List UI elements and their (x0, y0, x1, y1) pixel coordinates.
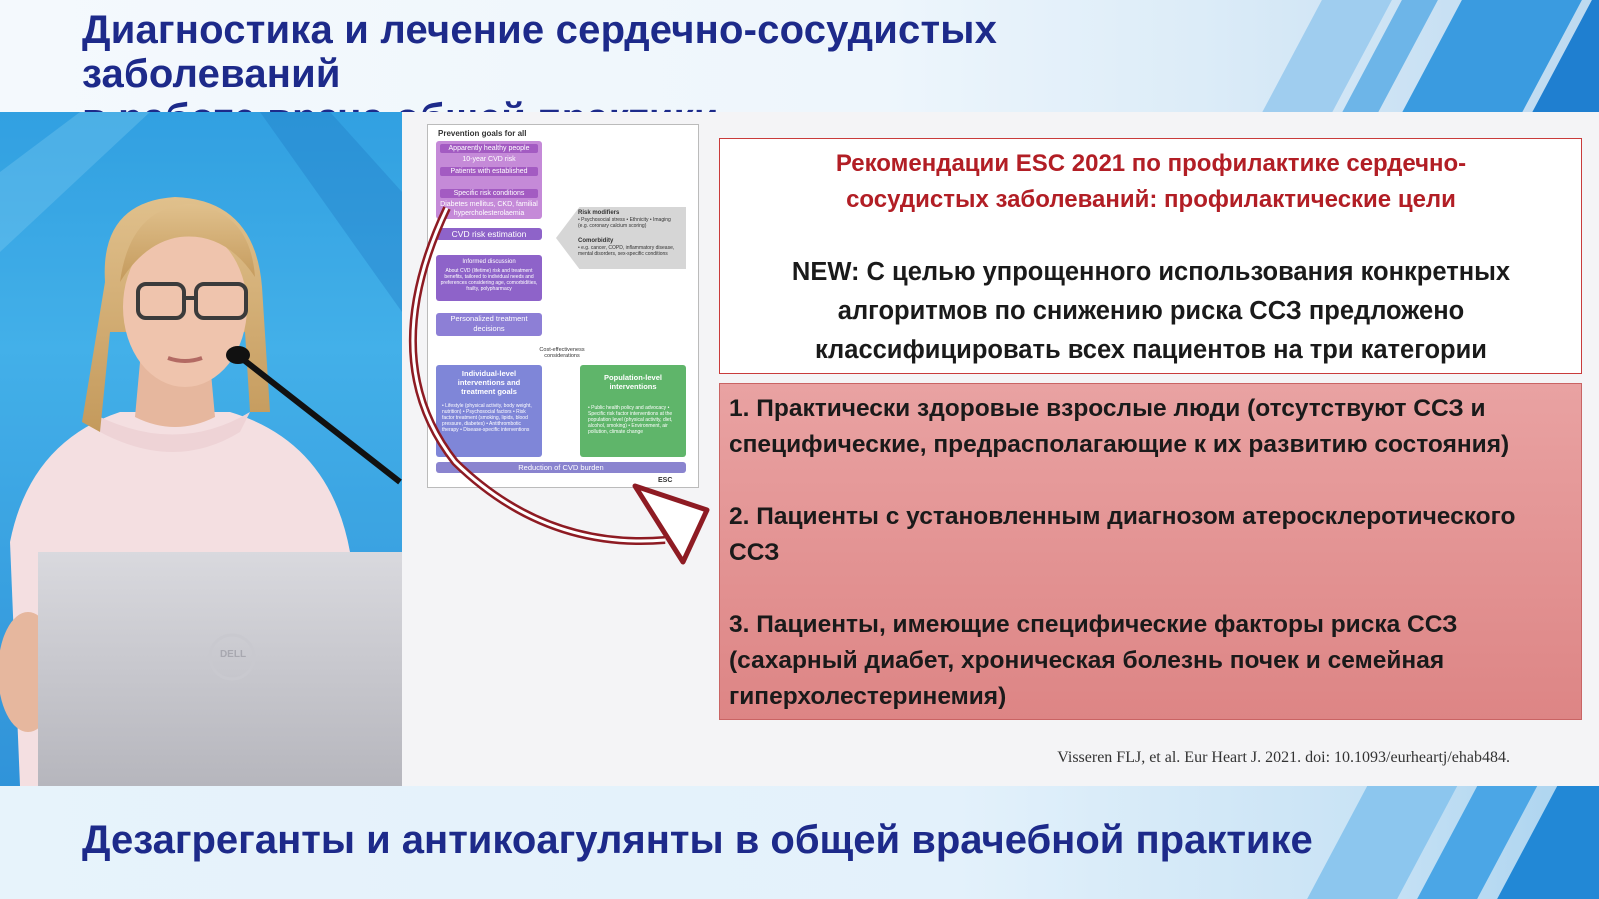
laptop-logo: DELL (219, 649, 247, 660)
infographic-comorbidity: • e.g. cancer, COPD, inflammatory diseas… (578, 245, 675, 257)
header-band (0, 0, 1599, 112)
new-line1: : С целью упрощенного использования конк… (850, 258, 1511, 286)
category-2-line1: 2. Пациенты с установленным диагнозом ат… (729, 503, 1516, 530)
infographic-individual-block (436, 365, 542, 457)
new-label: NEW (791, 258, 851, 286)
infographic-informed-block (436, 255, 542, 301)
infographic-box-risk: 10-year CVD risk (462, 156, 516, 163)
infographic-reduction: Reduction of CVD burden (436, 462, 686, 473)
infographic-personalized: Personalized treatment decisions (436, 313, 542, 336)
infographic-title: Prevention goals for all (438, 129, 527, 138)
infographic-informed-title: Informed discussion (462, 259, 516, 265)
infographic-comorbidity-title: Comorbidity (578, 238, 614, 244)
category-3-line2: (сахарный диабет, хроническая болезнь по… (729, 647, 1445, 674)
laptop-icon (38, 552, 402, 786)
slide-citation: Visseren FLJ, et al. Eur Heart J. 2021. … (1057, 749, 1510, 766)
header-title-line1: Диагностика и лечение сердечно-сосудисты… (82, 8, 998, 96)
footer-band (0, 786, 1599, 899)
slide-title-line2: сосудистых заболеваний: профилактические… (846, 186, 1456, 213)
infographic-risk-modifiers-title: Risk modifiers (578, 210, 620, 216)
slide-title: Рекомендации ESC 2021 по профилактике се… (740, 146, 1562, 218)
slide-new-text: NEW: С целью упрощенного использования к… (740, 253, 1562, 370)
glasses-icon (136, 282, 186, 320)
category-1-line1: 1. Практически здоровые взрослые люди (о… (729, 395, 1486, 422)
category-2-line2: ССЗ (729, 539, 780, 566)
new-line2: алгоритмов по снижению риска ССЗ предлож… (837, 297, 1465, 325)
infographic-population-text: • Public health policy and advocacy • Sp… (588, 405, 673, 435)
categories-box (719, 383, 1582, 720)
curved-arrow-icon (408, 206, 710, 565)
category-3-line3: гиперхолестеринемия) (729, 683, 1007, 710)
speaker-illustration (0, 112, 402, 786)
infographic-population-block (580, 365, 686, 457)
slide-title-line1: Рекомендации ESC 2021 по профилактике се… (835, 150, 1467, 177)
speaker-video: DELL (0, 112, 402, 786)
esc-infographic: Prevention goals for all Apparently heal… (427, 124, 699, 488)
infographic-informed-text: About CVD (lifetime) risk and treatment … (440, 268, 538, 292)
infographic-individual-text: • Lifestyle (physical activity, body wei… (442, 403, 532, 433)
new-line3: классифицировать всех пациентов на три к… (814, 336, 1487, 364)
footer-title: Дезагреганты и антикоагулянты в общей вр… (82, 818, 1313, 862)
microphone-icon (238, 354, 402, 485)
infographic-risk-modifiers: • Psychosocial stress • Ethnicity • Imag… (578, 217, 671, 229)
category-3-line1: 3. Пациенты, имеющие специфические факто… (729, 611, 1458, 638)
infographic-box-specific: Specific risk conditions (440, 189, 538, 198)
category-item-3: 3. Пациенты, имеющие специфические факто… (729, 607, 1577, 715)
infographic-box-healthy: Apparently healthy people (440, 144, 538, 153)
slide-title-box (719, 138, 1582, 374)
infographic-risk-modifiers-arrow (556, 207, 686, 269)
category-item-2: 2. Пациенты с установленным диагнозом ат… (729, 499, 1577, 571)
infographic-box-specific-desc: Diabetes mellitus, CKD, familial hyperch… (440, 201, 538, 217)
infographic-cvd-risk: CVD risk estimation (436, 228, 542, 240)
infographic-individual-title: Individual-level interventions and treat… (457, 369, 521, 396)
category-item-1: 1. Практически здоровые взрослые люди (о… (729, 391, 1577, 463)
category-1-line2: специфические, предрасполагающие к их ра… (729, 431, 1510, 458)
infographic-box-ascvd: Patients with established ASCVD (440, 167, 538, 176)
infographic-population-title: Population-level interventions (604, 373, 662, 391)
infographic-cost: Cost-effectiveness considerations (539, 347, 585, 359)
infographic-purple-block (436, 141, 542, 219)
esc-logo: ESC (658, 477, 673, 484)
